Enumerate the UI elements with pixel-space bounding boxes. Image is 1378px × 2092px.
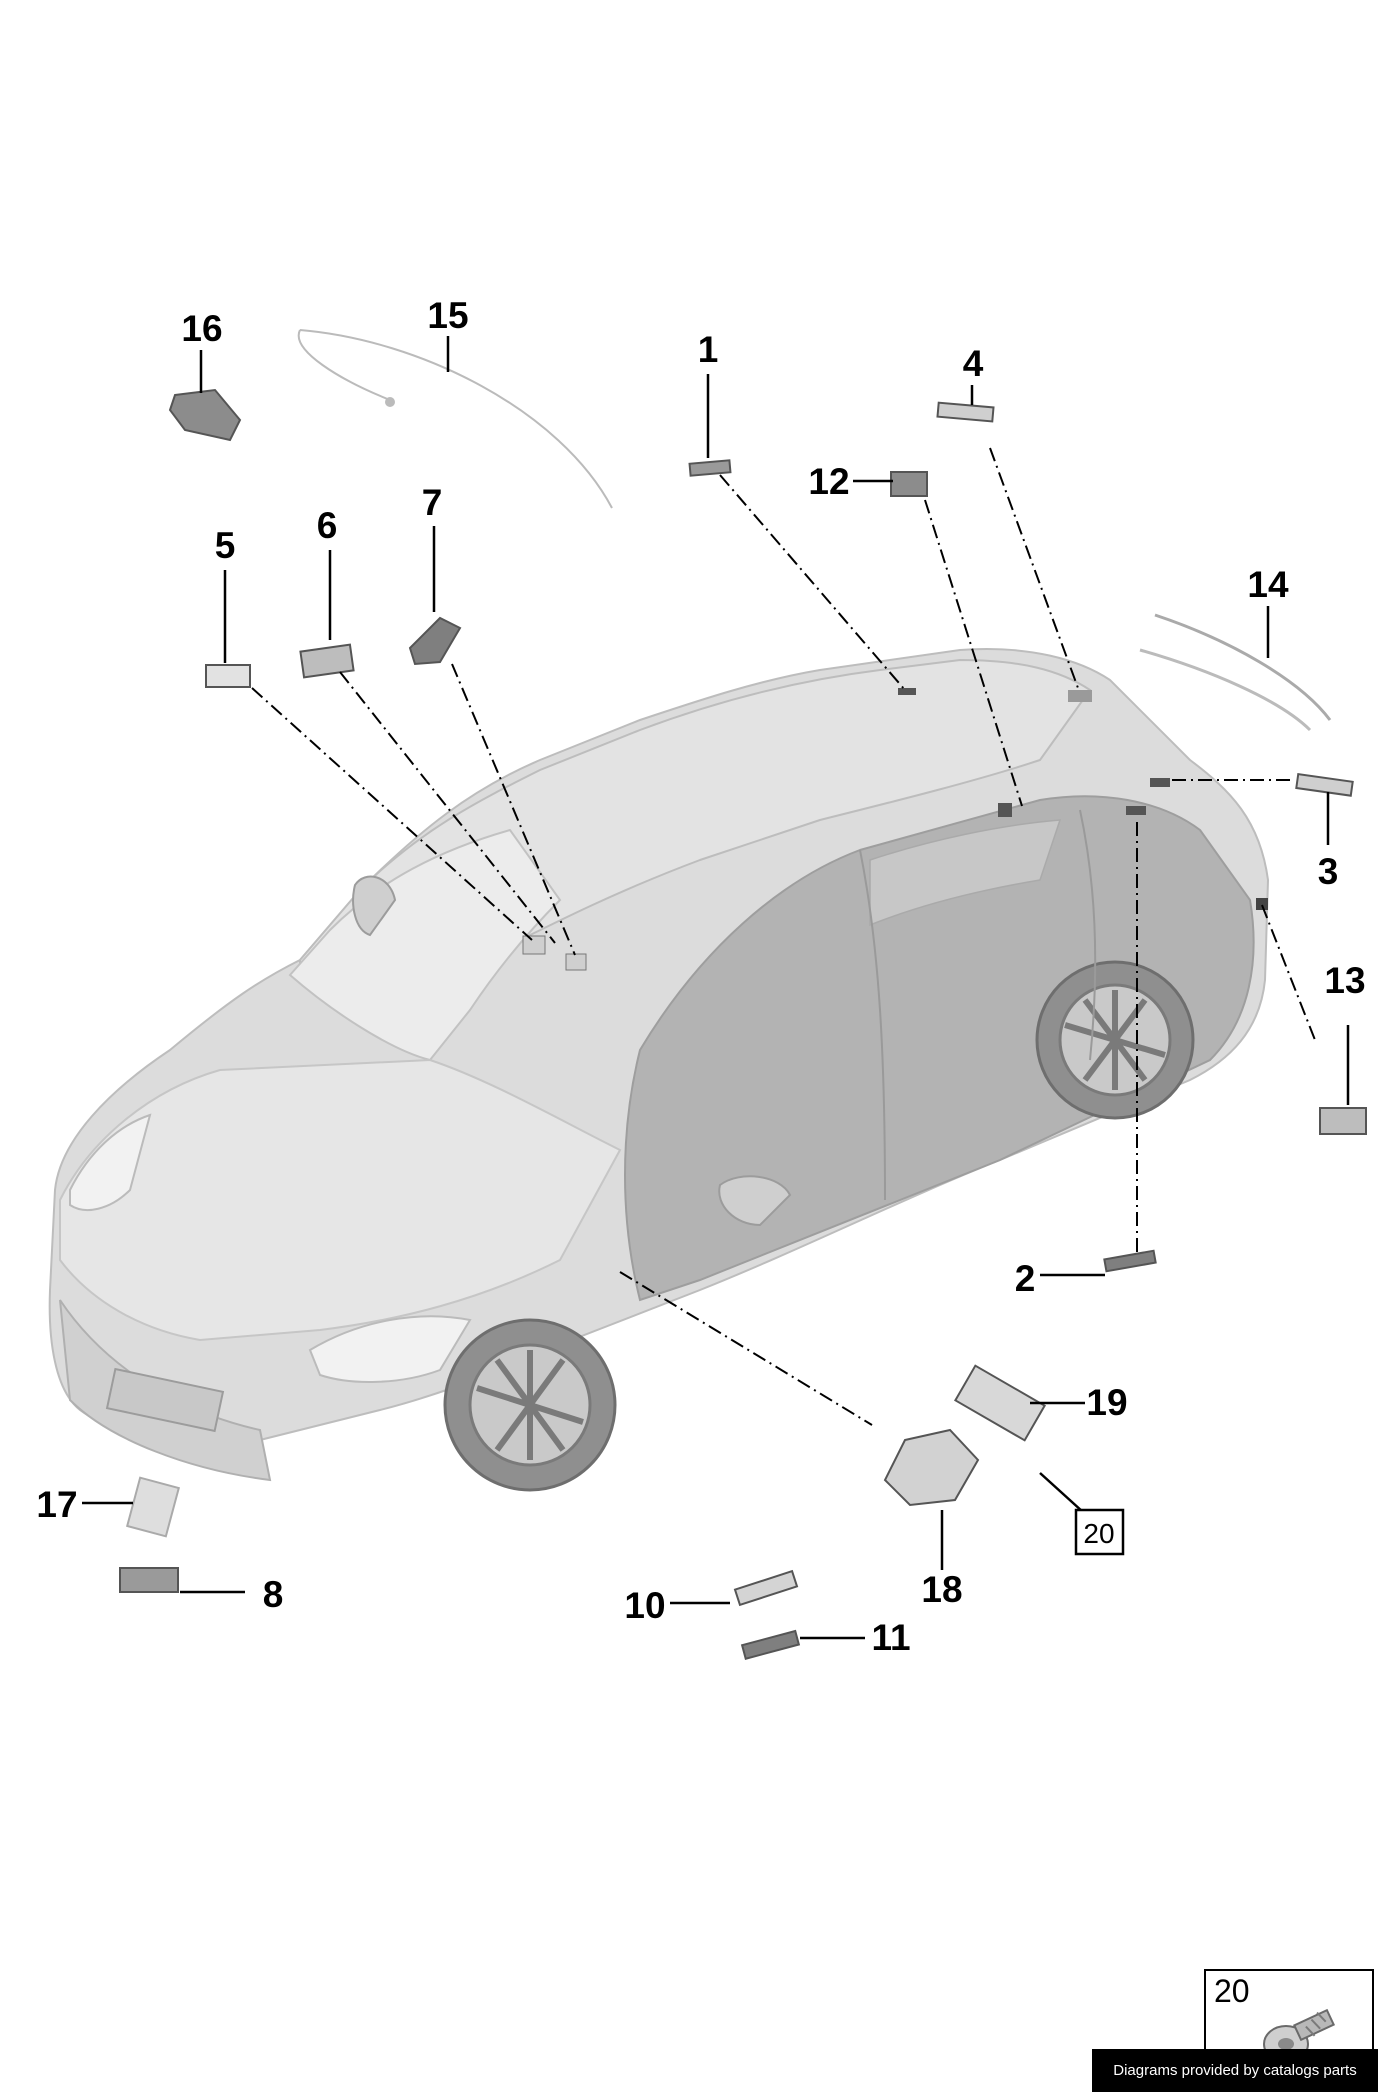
callout-17: 17 — [36, 1484, 77, 1525]
callout-14: 14 — [1247, 564, 1289, 605]
part-17 — [125, 1476, 181, 1538]
part-6 — [299, 643, 355, 679]
part-3 — [1295, 773, 1354, 797]
callout-5: 5 — [215, 525, 236, 566]
part-19 — [953, 1364, 1047, 1442]
part-8 — [119, 1567, 179, 1593]
part-2 — [1103, 1249, 1157, 1273]
boxed-reference-20: 20 — [1074, 1508, 1125, 1556]
callout-7: 7 — [422, 482, 443, 523]
callout-4: 4 — [963, 343, 984, 384]
part-13 — [1319, 1107, 1367, 1135]
callout-12: 12 — [808, 461, 849, 502]
callout-1: 1 — [698, 329, 719, 370]
callout-15: 15 — [427, 295, 468, 336]
callout-19: 19 — [1086, 1382, 1127, 1423]
part-1 — [688, 459, 732, 477]
connector-lines — [251, 447, 1316, 1426]
part-12 — [890, 471, 928, 497]
callout-16: 16 — [181, 308, 222, 349]
part-5 — [205, 664, 251, 688]
part-10 — [733, 1569, 799, 1607]
part-14 — [1139, 613, 1332, 732]
part-16 — [168, 388, 242, 442]
part-7 — [408, 616, 462, 666]
callout-3: 3 — [1318, 851, 1339, 892]
leader-lines — [82, 336, 1350, 1640]
part-18 — [883, 1428, 980, 1507]
inset-number: 20 — [1214, 1973, 1250, 2009]
callout-13: 13 — [1324, 960, 1365, 1001]
part-4 — [936, 401, 995, 423]
car-illustration — [48, 648, 1270, 1492]
callout-11: 11 — [871, 1617, 910, 1658]
callout-8: 8 — [263, 1574, 284, 1615]
part-15-cable — [297, 329, 613, 509]
callout-6: 6 — [317, 505, 338, 546]
callout-2: 2 — [1015, 1258, 1036, 1299]
svg-text:20: 20 — [1083, 1518, 1114, 1549]
part-11 — [740, 1629, 801, 1660]
callout-10: 10 — [624, 1585, 665, 1626]
footer-credit: Diagrams provided by catalogs parts — [1092, 2049, 1378, 2092]
callout-labels: 1 2 3 4 5 6 7 8 10 11 12 13 14 15 16 17 … — [36, 295, 1365, 1658]
callout-18: 18 — [921, 1569, 962, 1610]
